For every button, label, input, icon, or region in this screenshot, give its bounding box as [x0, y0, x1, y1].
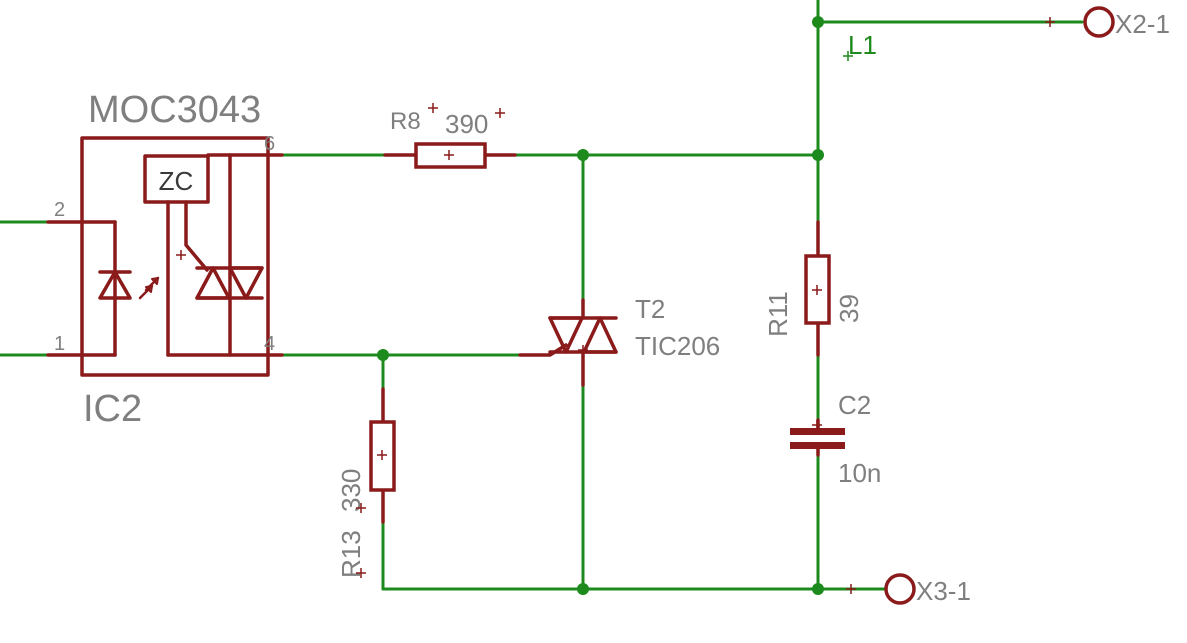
origin-mark [176, 250, 186, 260]
connector-x2[interactable]: X2-1 [1045, 6, 1170, 39]
junction-dot [812, 149, 824, 161]
ic2-triac-triangle-down [228, 266, 264, 300]
ic2-body [80, 136, 270, 377]
origin-mark [377, 450, 387, 460]
zc-label: ZC [159, 166, 194, 196]
resistor-r11[interactable]: R11 39 [763, 220, 864, 357]
t2-value: TIC206 [635, 331, 720, 361]
origin-mark [843, 51, 853, 61]
led-triangle [98, 270, 132, 300]
l1-label: L1 [848, 30, 877, 60]
t2-gate [518, 343, 568, 357]
t2-triangle-down [548, 316, 584, 354]
ic2-triac-triangle-up [195, 266, 231, 300]
origin-mark [495, 108, 505, 118]
light-arrows-icon [138, 276, 160, 300]
resistor-r13[interactable]: R13 330 [336, 387, 396, 578]
r11-name: R11 [763, 291, 793, 337]
ic2-pin4-label: 4 [264, 333, 275, 355]
origin-mark [1045, 17, 1055, 27]
net-label-l1[interactable]: L1 [843, 30, 877, 61]
c2-value: 10n [838, 458, 881, 488]
ic2-pin1-label: 1 [54, 333, 65, 355]
c2-plate-top [790, 428, 845, 435]
junctions [377, 16, 824, 595]
r8-name: R8 [390, 108, 421, 135]
c2-plate-bottom [790, 442, 845, 449]
x3-pad [884, 573, 916, 605]
t2-name: T2 [635, 294, 665, 324]
junction-dot [812, 583, 824, 595]
connector-x3[interactable]: X3-1 [846, 573, 971, 606]
ic2-pin2-label: 2 [54, 199, 65, 221]
origin-mark [444, 150, 454, 160]
origin-mark [356, 568, 366, 578]
x3-label: X3-1 [916, 576, 971, 606]
ic2-part-number: MOC3043 [88, 89, 261, 131]
r8-value: 390 [445, 109, 488, 139]
origin-mark [578, 345, 588, 355]
ic2-triac-gate [184, 200, 209, 272]
ic2-pin6-label: 6 [264, 133, 275, 155]
c2-name: C2 [838, 390, 871, 420]
resistor-r8[interactable]: R8 390 [383, 103, 517, 169]
triac-t2[interactable]: T2 TIC206 [518, 294, 720, 387]
junction-dot [577, 583, 589, 595]
origin-mark [356, 503, 366, 513]
x2-label: X2-1 [1115, 9, 1170, 39]
junction-dot [577, 149, 589, 161]
ic2-optocoupler[interactable]: ZC MOC3043 IC2 2 1 6 4 [46, 89, 284, 430]
origin-mark [812, 420, 822, 430]
t2-triangle-up [582, 316, 618, 354]
capacitor-c2[interactable]: C2 10n [790, 390, 881, 488]
ic2-name: IC2 [83, 388, 142, 430]
origin-mark [846, 584, 856, 594]
zc-box [143, 154, 210, 204]
r11-value: 39 [834, 294, 864, 323]
origin-mark [812, 285, 822, 295]
x2-pad [1083, 6, 1115, 38]
junction-dot [812, 16, 824, 28]
origin-mark [428, 103, 438, 113]
junction-dot [377, 349, 389, 361]
